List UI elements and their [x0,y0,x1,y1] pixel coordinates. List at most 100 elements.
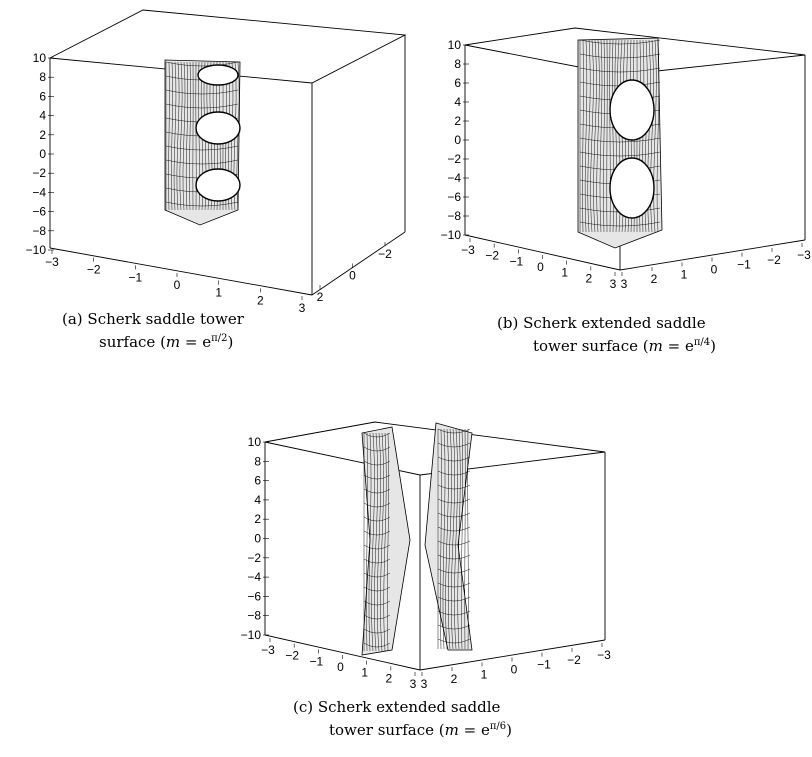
surface-line [437,610,471,616]
caption-c-line1: (c) Scherk extended saddle [293,698,501,716]
surface-line [374,432,378,652]
z-tick-label: 10 [448,38,462,52]
x-tick-label: −3 [461,243,475,257]
surface-line [383,432,387,652]
caption-a-prefix: surface ( [99,333,166,351]
z-tick-label: 8 [254,454,261,468]
surface-line [587,39,591,233]
surface-line [368,432,372,652]
surface-line [165,89,239,95]
surface-line [579,53,661,59]
surface-line [165,145,239,151]
surface-line [590,39,594,233]
x-tick-label: −1 [309,654,323,668]
z-tick-label: −6 [247,589,261,603]
y-tick-label: 2 [651,272,658,286]
caption-c-suffix: ) [506,721,513,739]
surface-line [437,428,471,434]
surface-line [650,39,654,233]
x-tick-label: −3 [261,643,275,657]
surface-line [442,428,446,650]
z-tick-label: 6 [39,89,46,103]
z-tick-label: 8 [39,70,46,84]
surface-line [363,446,391,452]
y-tick-label: −2 [378,247,392,261]
x-tick-label: −1 [128,270,142,284]
z-tick-label: −10 [241,628,262,642]
x-tick-label: −1 [509,254,523,268]
z-tick-label: 0 [454,133,461,147]
caption-b-line2: tower surface (m = eπ/4) [497,333,716,356]
x-tick-label: 1 [215,286,222,300]
caption-c: (c) Scherk extended saddle tower surface… [293,697,512,740]
surface-line [165,61,239,67]
y-tick-label: −3 [597,648,611,662]
y-tick-label: −1 [537,658,551,672]
x-tick-label: −3 [45,255,59,269]
surface-line [363,516,391,522]
y-axis-ticks-a: 20−2 [317,242,392,304]
y-tick-label: −3 [797,248,811,262]
surface-line [457,428,461,650]
surface-line [609,39,611,233]
x-tick-label: −2 [485,249,499,263]
caption-c-m: m [444,721,459,739]
y-tick-label: 3 [621,277,628,291]
surface-line [363,488,391,494]
surface-line [440,428,442,650]
caption-a-suffix: ) [227,333,234,351]
z-tick-label: −8 [32,224,46,238]
surface-line [363,614,391,620]
caption-a: (a) Scherk saddle tower surface (m = eπ/… [62,309,244,352]
caption-c-prefix: tower surface ( [329,721,445,739]
z-tick-label: 6 [254,474,261,488]
z-tick-label: −2 [247,551,261,565]
x-tick-label: 1 [561,266,568,280]
caption-b-exp: π/4 [693,337,711,348]
surface-line [612,39,614,233]
caption-a-m: m [165,333,181,351]
surface-line [363,502,391,508]
surface-line [363,586,391,592]
surface-line [579,137,661,143]
z-tick-label: 0 [254,532,261,546]
y-tick-label: −2 [567,653,581,667]
x-tick-label: 1 [361,666,368,680]
x-tick-label: 0 [174,278,181,292]
surface-b [577,37,663,249]
z-tick-label: −4 [447,171,461,185]
surface-line [363,600,391,606]
surface-line [596,39,600,233]
caption-c-eq: = e [458,721,490,739]
z-tick-label: 10 [33,51,47,65]
surface-line [445,428,449,650]
x-tick-label: 2 [585,271,592,285]
surface-line [448,428,452,650]
z-tick-label: 4 [254,493,261,507]
surface-line [165,103,239,109]
y-tick-label: 0 [349,269,356,283]
z-tick-label: 4 [39,109,46,123]
surface-line [363,628,391,634]
z-tick-label: 10 [248,435,262,449]
surface-line [366,432,368,652]
y-tick-label: −1 [737,258,751,272]
caption-c-exp: π/6 [489,721,507,732]
y-tick-label: 3 [421,677,428,691]
z-tick-label: −4 [247,570,261,584]
z-tick-label: −10 [26,243,47,257]
surface-line [656,39,660,233]
surface-line [437,624,471,630]
z-tick-label: 0 [39,147,46,161]
surface-line [363,474,391,480]
surface-line [437,456,471,462]
surface-line [176,61,180,211]
surface-a [164,59,241,226]
caption-a-exp: π/2 [211,333,228,344]
